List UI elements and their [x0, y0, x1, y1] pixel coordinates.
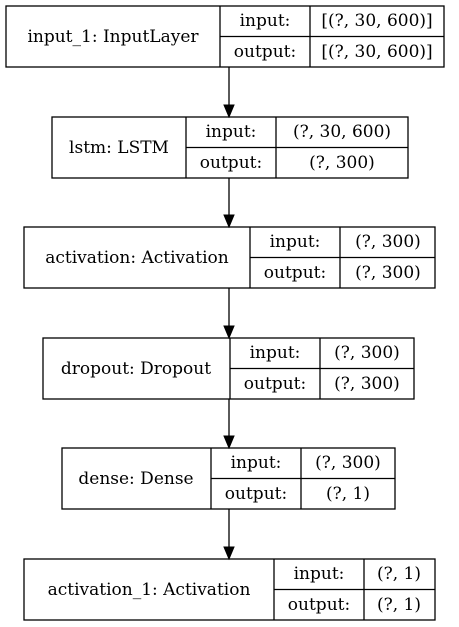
output-label: output:: [200, 153, 262, 173]
layer-name: activation_1: Activation: [48, 580, 251, 600]
input-shape: (?, 300): [334, 343, 400, 363]
output-shape: (?, 300): [355, 263, 421, 283]
output-shape: (?, 300): [334, 374, 400, 394]
arrowhead-icon: [223, 325, 235, 340]
layer-name: activation: Activation: [45, 248, 229, 268]
arrowhead-icon: [223, 104, 235, 119]
output-label: output:: [225, 484, 287, 504]
edge-activation-to-dropout: [223, 288, 235, 340]
layer-node-input-1: input_1: InputLayer input: output: [(?, …: [5, 5, 445, 68]
input-shape: (?, 1): [377, 564, 421, 584]
input-label: input:: [294, 564, 345, 584]
input-shape: (?, 300): [355, 232, 421, 252]
layer-name: input_1: InputLayer: [27, 27, 199, 47]
edge-dense-to-activation-1: [223, 509, 235, 561]
input-label: input:: [240, 11, 291, 31]
input-label: input:: [270, 232, 321, 252]
layer-node-activation-1: activation_1: Activation input: output: …: [23, 558, 436, 621]
input-label: input:: [206, 122, 257, 142]
edge-input-1-to-lstm: [223, 67, 235, 119]
output-shape: (?, 1): [326, 484, 370, 504]
layer-node-dense: dense: Dense input: output: (?, 300) (?,…: [61, 447, 396, 510]
arrowhead-icon: [223, 435, 235, 450]
output-shape: [(?, 30, 600)]: [321, 42, 432, 62]
layer-node-activation: activation: Activation input: output: (?…: [23, 226, 436, 289]
arrowhead-icon: [223, 214, 235, 229]
edge-dropout-to-dense: [223, 399, 235, 450]
output-shape: (?, 1): [377, 595, 421, 615]
input-shape: (?, 30, 600): [293, 122, 391, 142]
edge-lstm-to-activation: [223, 178, 235, 229]
layer-node-dropout: dropout: Dropout input: output: (?, 300)…: [42, 337, 415, 400]
output-label: output:: [234, 42, 296, 62]
output-label: output:: [288, 595, 350, 615]
input-label: input:: [231, 453, 282, 473]
layer-node-lstm: lstm: LSTM input: output: (?, 30, 600) (…: [51, 116, 409, 179]
output-label: output:: [264, 263, 326, 283]
input-shape: (?, 300): [315, 453, 381, 473]
arrowhead-icon: [223, 546, 235, 561]
output-label: output:: [244, 374, 306, 394]
layer-name: dense: Dense: [78, 469, 193, 489]
layer-name: dropout: Dropout: [61, 359, 211, 379]
input-shape: [(?, 30, 600)]: [321, 11, 432, 31]
layer-name: lstm: LSTM: [69, 138, 169, 158]
output-shape: (?, 300): [309, 153, 375, 173]
input-label: input:: [250, 343, 301, 363]
